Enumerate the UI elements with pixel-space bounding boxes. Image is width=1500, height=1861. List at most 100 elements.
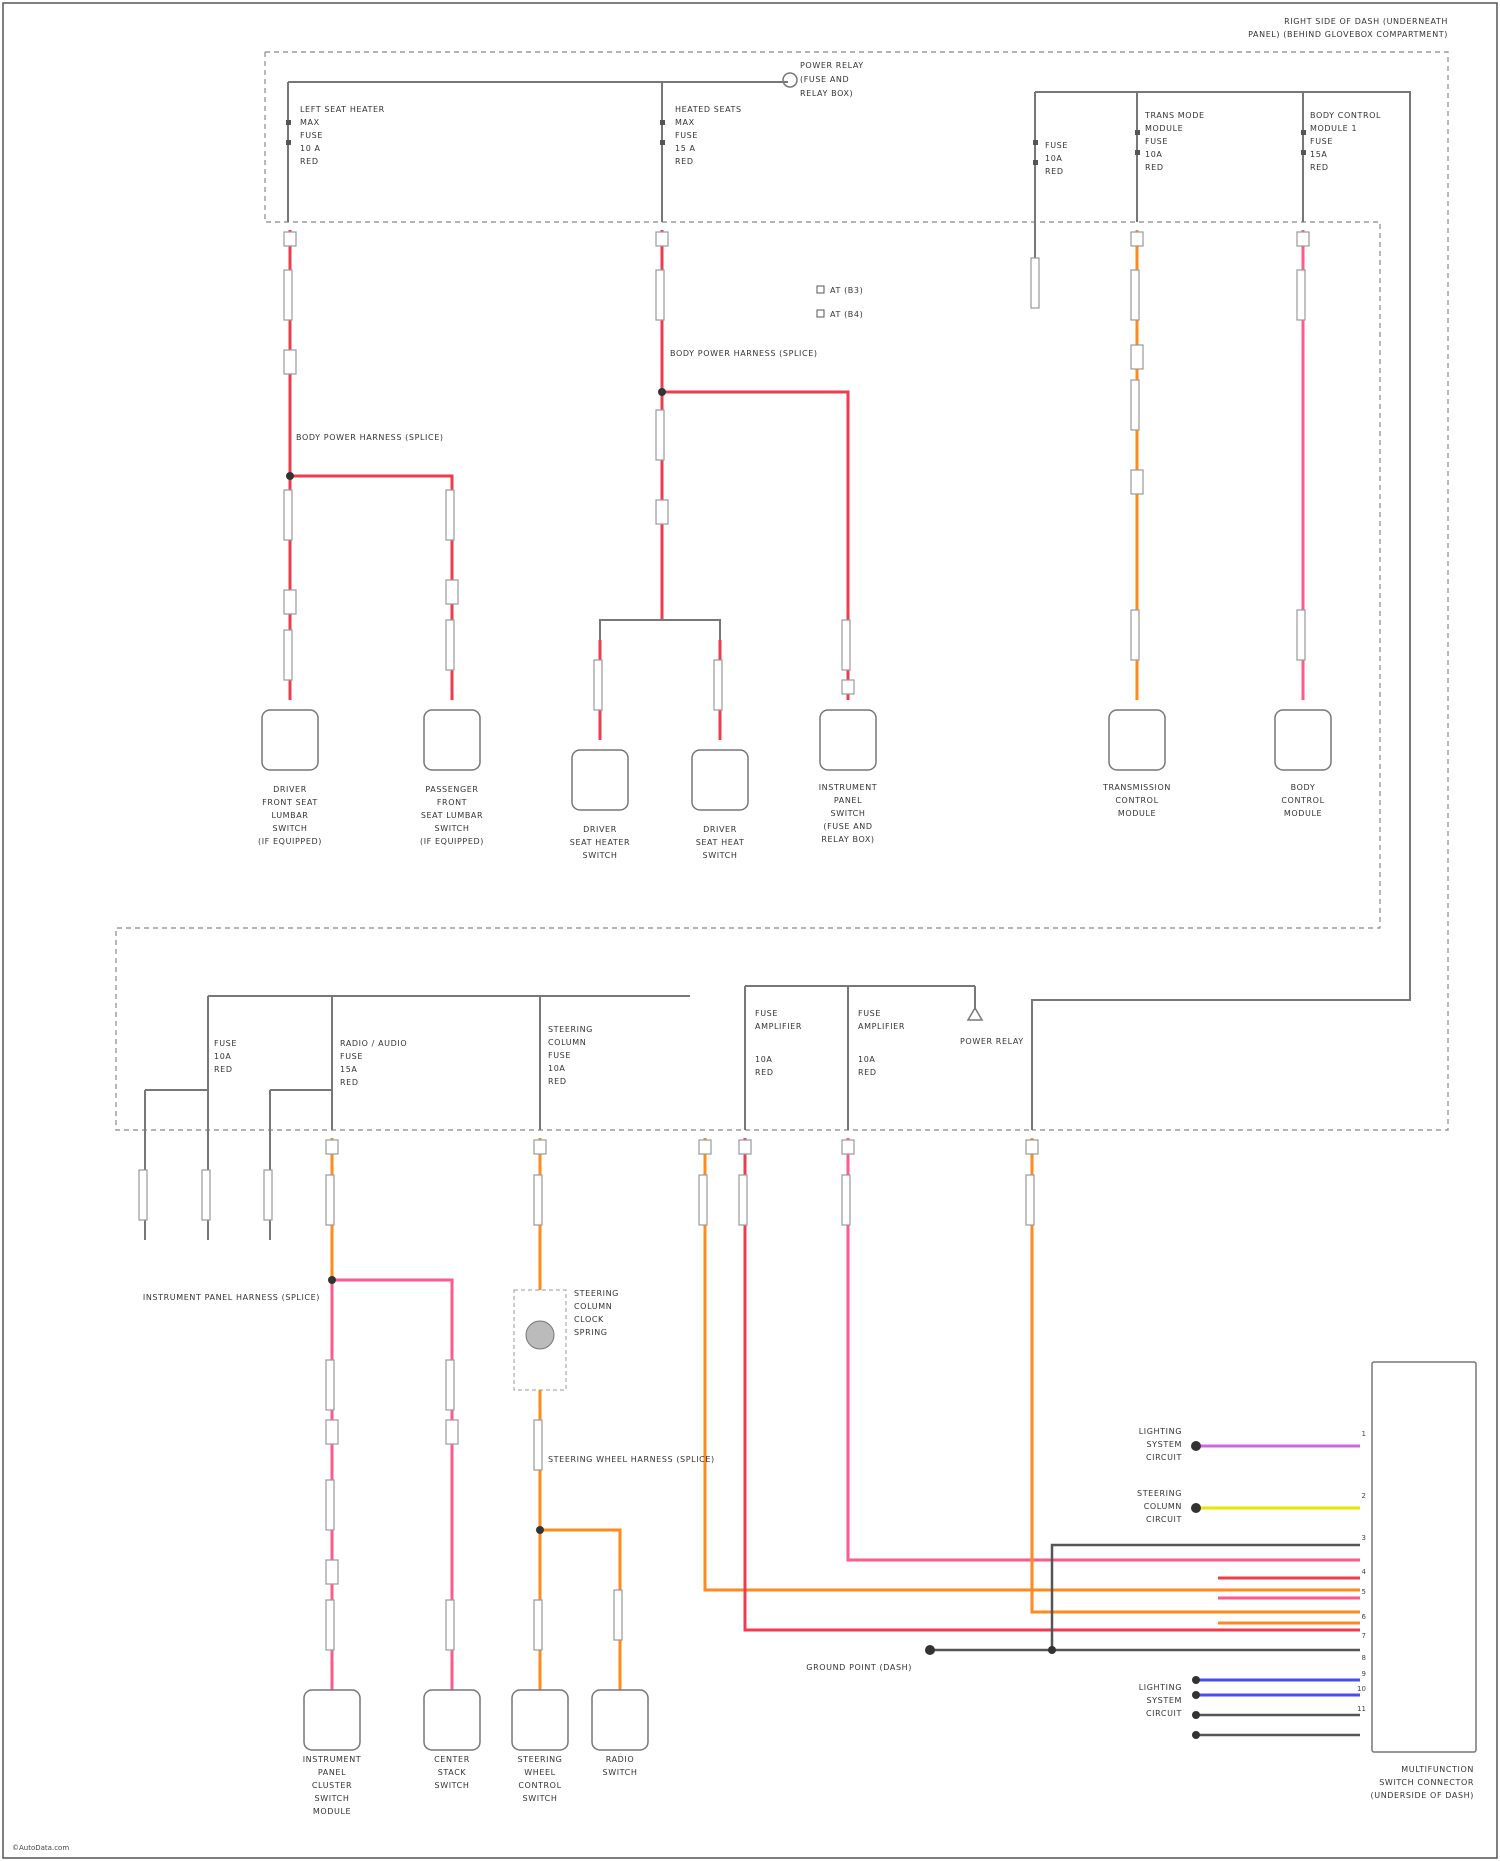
connector-pin-codes: 1 2 3 4 5 6 7 8 9 10 11	[1357, 1430, 1366, 1713]
svg-text:10A: 10A	[858, 1055, 875, 1064]
svg-text:LIGHTING: LIGHTING	[1139, 1683, 1182, 1692]
svg-text:STEERING: STEERING	[548, 1025, 593, 1034]
svg-text:STACK: STACK	[438, 1768, 467, 1777]
svg-text:CONTROL: CONTROL	[1281, 796, 1324, 805]
svg-text:TRANS MODE: TRANS MODE	[1144, 111, 1205, 120]
top-component-1: DRIVER FRONT SEAT LUMBAR SWITCH (IF EQUI…	[258, 710, 322, 846]
svg-text:FUSE: FUSE	[548, 1051, 571, 1060]
svg-text:DRIVER: DRIVER	[583, 825, 617, 834]
svg-text:COLUMN: COLUMN	[548, 1038, 586, 1047]
svg-text:RELAY BOX): RELAY BOX)	[821, 835, 874, 844]
svg-text:(IF EQUIPPED): (IF EQUIPPED)	[258, 837, 322, 846]
svg-text:RELAY BOX): RELAY BOX)	[800, 89, 853, 98]
svg-text:RED: RED	[755, 1068, 774, 1077]
svg-text:3: 3	[1362, 1534, 1366, 1542]
svg-text:FUSE: FUSE	[675, 131, 698, 140]
svg-text:AMPLIFIER: AMPLIFIER	[858, 1022, 905, 1031]
svg-text:SEAT LUMBAR: SEAT LUMBAR	[421, 811, 483, 820]
svg-text:15A: 15A	[1310, 150, 1327, 159]
svg-text:POWER RELAY: POWER RELAY	[800, 61, 864, 70]
svg-text:MAX: MAX	[675, 118, 695, 127]
svg-text:SWITCH: SWITCH	[435, 824, 470, 833]
svg-text:LIGHTING: LIGHTING	[1139, 1427, 1182, 1436]
svg-text:INSTRUMENT: INSTRUMENT	[819, 783, 878, 792]
bottom-component-3: STEERING WHEEL CONTROL SWITCH	[512, 1690, 568, 1803]
svg-text:RED: RED	[548, 1077, 567, 1086]
svg-text:10: 10	[1357, 1685, 1366, 1693]
top-wires	[290, 222, 1303, 740]
bottom-fuse-1: FUSE 10A RED	[214, 1039, 237, 1074]
footer-credit: ©AutoData.com	[12, 1844, 69, 1852]
svg-text:RADIO / AUDIO: RADIO / AUDIO	[340, 1039, 407, 1048]
top-notes: AT (B3) AT (B4)	[817, 286, 863, 319]
splice-node	[286, 472, 294, 480]
svg-text:SWITCH: SWITCH	[703, 851, 738, 860]
circuit-label-lighting-2: LIGHTING SYSTEM CIRCUIT	[1139, 1676, 1200, 1739]
bottom-power-relay: POWER RELAY	[960, 1008, 1024, 1046]
top-splice-label-2: BODY POWER HARNESS (SPLICE)	[670, 349, 818, 358]
bottom-splice-label-2: STEERING WHEEL HARNESS (SPLICE)	[548, 1455, 715, 1464]
top-component-2: PASSENGER FRONT SEAT LUMBAR SWITCH (IF E…	[420, 710, 484, 846]
svg-text:(FUSE AND: (FUSE AND	[823, 822, 872, 831]
svg-text:MODULE: MODULE	[313, 1807, 351, 1816]
svg-text:HEATED SEATS: HEATED SEATS	[675, 105, 742, 114]
svg-text:CIRCUIT: CIRCUIT	[1146, 1709, 1182, 1718]
svg-text:POWER RELAY: POWER RELAY	[960, 1037, 1024, 1046]
svg-text:SWITCH: SWITCH	[315, 1794, 350, 1803]
svg-text:RED: RED	[214, 1065, 233, 1074]
svg-text:9: 9	[1362, 1670, 1366, 1678]
top-connector-pins	[284, 232, 1309, 710]
svg-text:CIRCUIT: CIRCUIT	[1146, 1453, 1182, 1462]
svg-text:FRONT: FRONT	[437, 798, 467, 807]
svg-text:6: 6	[1362, 1613, 1367, 1621]
top-power-relay: POWER RELAY (FUSE AND RELAY BOX)	[783, 61, 864, 98]
svg-text:CENTER: CENTER	[434, 1755, 470, 1764]
svg-text:CONTROL: CONTROL	[1115, 796, 1158, 805]
top-component-4: DRIVER SEAT HEAT SWITCH	[692, 750, 748, 860]
svg-text:BODY CONTROL: BODY CONTROL	[1310, 111, 1381, 120]
svg-text:DRIVER: DRIVER	[703, 825, 737, 834]
svg-text:15 A: 15 A	[675, 144, 696, 153]
svg-text:RED: RED	[1045, 167, 1064, 176]
svg-text:FRONT SEAT: FRONT SEAT	[262, 798, 318, 807]
bottom-fuse-5: FUSE AMPLIFIER 10A RED	[858, 1009, 905, 1077]
bottom-fuse-3: STEERING COLUMN FUSE 10A RED	[548, 1025, 593, 1086]
clockspring: STEERING COLUMN CLOCK SPRING	[514, 1289, 619, 1390]
svg-text:SWITCH: SWITCH	[273, 824, 308, 833]
svg-text:10A: 10A	[755, 1055, 772, 1064]
svg-text:SWITCH: SWITCH	[435, 1781, 470, 1790]
svg-text:LEFT SEAT HEATER: LEFT SEAT HEATER	[300, 105, 385, 114]
svg-text:MODULE 1: MODULE 1	[1310, 124, 1357, 133]
top-component-6: TRANSMISSION CONTROL MODULE	[1102, 710, 1171, 818]
svg-text:MODULE: MODULE	[1284, 809, 1322, 818]
svg-text:10A: 10A	[1045, 154, 1062, 163]
svg-text:8: 8	[1362, 1654, 1366, 1662]
svg-text:FUSE: FUSE	[1145, 137, 1168, 146]
svg-text:SWITCH: SWITCH	[583, 851, 618, 860]
svg-text:DRIVER: DRIVER	[273, 785, 307, 794]
svg-text:AT (B4): AT (B4)	[830, 310, 863, 319]
svg-text:LUMBAR: LUMBAR	[272, 811, 309, 820]
svg-text:MAX: MAX	[300, 118, 320, 127]
svg-text:RED: RED	[1145, 163, 1164, 172]
bottom-component-1: INSTRUMENT PANEL CLUSTER SWITCH MODULE	[303, 1690, 362, 1816]
svg-text:RED: RED	[675, 157, 694, 166]
svg-text:TRANSMISSION: TRANSMISSION	[1102, 783, 1171, 792]
svg-text:FUSE: FUSE	[755, 1009, 778, 1018]
svg-text:STEERING: STEERING	[518, 1755, 563, 1764]
multifunction-connector: MULTIFUNCTION SWITCH CONNECTOR (UNDERSID…	[1371, 1362, 1476, 1800]
svg-text:CONTROL: CONTROL	[518, 1781, 561, 1790]
svg-text:SWITCH: SWITCH	[831, 809, 866, 818]
svg-text:SPRING: SPRING	[574, 1328, 608, 1337]
svg-text:STEERING: STEERING	[574, 1289, 619, 1298]
svg-text:(IF EQUIPPED): (IF EQUIPPED)	[420, 837, 484, 846]
svg-text:RED: RED	[1310, 163, 1329, 172]
svg-text:BODY: BODY	[1291, 783, 1316, 792]
svg-text:RED: RED	[300, 157, 319, 166]
svg-text:FUSE: FUSE	[300, 131, 323, 140]
svg-text:5: 5	[1362, 1588, 1366, 1596]
header-line-2: PANEL) (BEHIND GLOVEBOX COMPARTMENT)	[1248, 30, 1448, 39]
svg-text:AMPLIFIER: AMPLIFIER	[755, 1022, 802, 1031]
svg-text:MODULE: MODULE	[1118, 809, 1156, 818]
svg-text:11: 11	[1357, 1705, 1366, 1713]
